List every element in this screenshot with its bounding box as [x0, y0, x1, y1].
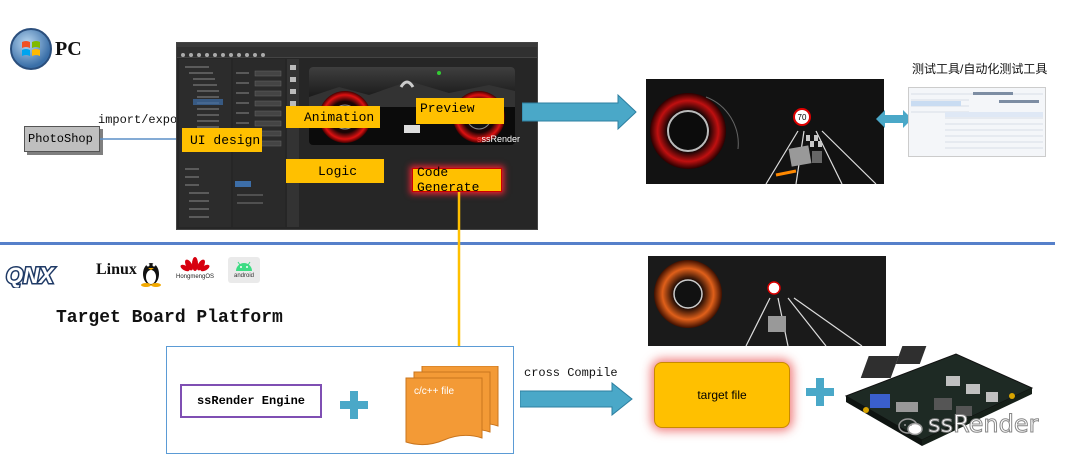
logic-label: Logic: [286, 159, 384, 183]
cross-compile-arrow: [520, 382, 633, 416]
watermark-text: ssRender: [927, 410, 1039, 439]
hongmeng-logo-text: HongmengOS: [175, 274, 215, 280]
android-robot-icon: [236, 261, 252, 271]
tool-titlebar: [177, 43, 537, 47]
qnx-logo: QNX: [2, 262, 88, 290]
preview-label: Preview: [416, 98, 504, 124]
plus-icon-1: [338, 389, 370, 421]
tool-toolbar: [177, 47, 537, 58]
tool-brand-text: ssRender: [481, 134, 521, 144]
tool-icon-strip: [287, 59, 299, 227]
target-board-image: [836, 336, 1036, 446]
import-export-label: import/export: [98, 113, 192, 127]
linux-logo-text: Linux: [96, 261, 137, 278]
speed-sign-value: 70: [798, 113, 807, 122]
test-tools-screenshot: [908, 87, 1046, 157]
plus-icon-2: [804, 376, 836, 408]
double-arrow: [876, 110, 912, 128]
target-dashboard-image: [648, 256, 886, 347]
preview-arrow: [522, 93, 637, 131]
target-file-box: target file: [654, 362, 790, 428]
code-generate-label: Code Generate: [412, 165, 502, 195]
dashboard-preview-image: 70: [646, 79, 884, 185]
code-generate-arrow: [452, 192, 466, 368]
animation-label: Animation: [286, 106, 380, 128]
wechat-icon: [898, 417, 924, 437]
hongmeng-logo: HongmengOS: [172, 256, 218, 286]
ssrender-engine-box: ssRender Engine: [180, 384, 322, 418]
photoshop-box: PhotoShop: [24, 126, 100, 152]
linux-logo: Linux: [96, 257, 166, 289]
qnx-logo-text: QNX: [6, 263, 55, 288]
target-board-title: Target Board Platform: [56, 308, 283, 328]
tux-icon: [141, 263, 161, 287]
section-divider: [0, 242, 1055, 245]
windows-logo-icon: [10, 28, 52, 70]
ui-design-label: UI design: [182, 128, 262, 152]
code-file-stack: c/c++ file: [404, 365, 500, 446]
cross-compile-label: cross Compile: [524, 366, 618, 380]
android-logo-text: android: [233, 273, 254, 279]
code-file-label: c/c++ file: [414, 386, 455, 397]
pc-label: PC: [55, 38, 82, 60]
android-logo: android: [228, 257, 260, 283]
huawei-flower-icon: [180, 257, 210, 272]
tool-brand-label: sssRender: [477, 134, 521, 144]
test-tools-label: 测试工具/自动化测试工具: [912, 62, 1048, 76]
